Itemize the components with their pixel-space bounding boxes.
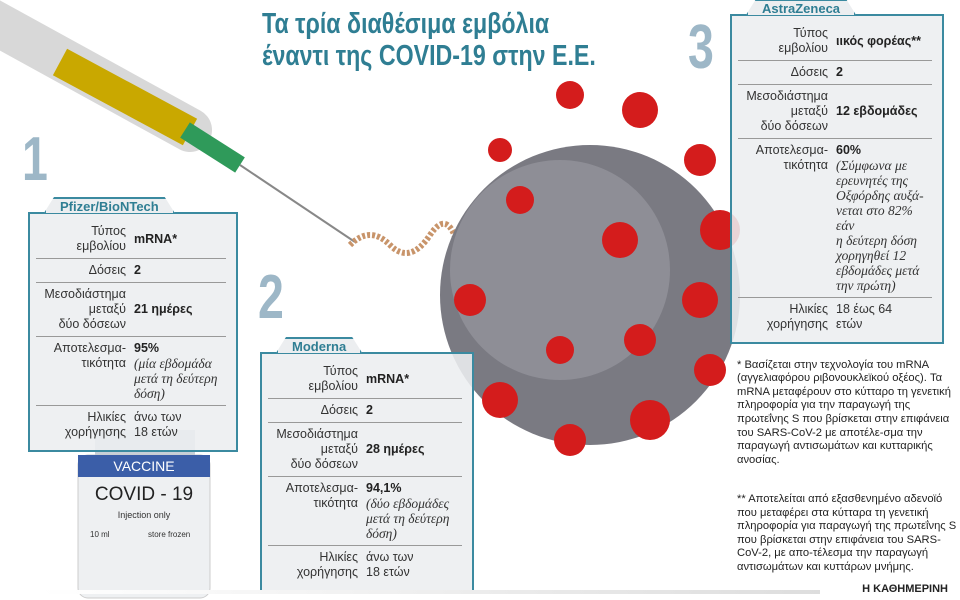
- divider: [40, 590, 820, 594]
- row-value: ιικός φορέας**: [836, 26, 932, 56]
- row-label: Μεσοδιάστημα μεταξύ δύο δόσεων: [276, 427, 358, 471]
- row-label: Ηλικίες χορήγησης: [296, 550, 358, 579]
- vial-label: VACCINE: [113, 458, 175, 474]
- row-label: Δόσεις: [790, 65, 828, 79]
- row-value-main: 2: [836, 65, 843, 79]
- row-value-note: άνω των 18 ετών: [134, 410, 182, 439]
- vial-storage: store frozen: [148, 530, 191, 539]
- table-row: Τύπος εμβολίου mRNA*: [268, 360, 462, 399]
- row-value-main: 94,1%: [366, 481, 402, 495]
- table-row: Μεσοδιάστημα μεταξύ δύο δόσεων 28 ημέρες: [268, 423, 462, 477]
- vial-name: COVID - 19: [94, 484, 194, 505]
- row-value-main: mRNA*: [366, 371, 410, 386]
- row-value-main: 60%: [836, 143, 862, 157]
- row-value-note: άνω των 18 ετών: [366, 550, 414, 579]
- vaccine-name-tab: AstraZeneca: [746, 0, 856, 15]
- row-value: 28 ημέρες: [366, 427, 462, 472]
- row-label: Δόσεις: [88, 263, 126, 277]
- page-title: Τα τρία διαθέσιμα εμβόλια έναντι της COV…: [262, 8, 596, 72]
- row-value: mRNA*: [366, 364, 462, 394]
- vaccine-name-tab: Pfizer/BioNTech: [44, 197, 175, 213]
- table-row: Αποτελεσμα- τικότητα 94,1%(δύο εβδομάδες …: [268, 477, 462, 546]
- row-value: 18 έως 64 ετών: [836, 302, 932, 332]
- row-value-main: mRNA*: [134, 231, 178, 246]
- table-row: Αποτελεσμα- τικότητα 95%(μία εβδομάδα μετ…: [36, 337, 226, 406]
- table-row: Τύπος εμβολίου mRNA*: [36, 220, 226, 259]
- number-2: 2: [258, 263, 284, 332]
- virus-icon: [347, 81, 740, 456]
- row-label: Αποτελεσμα- τικότητα: [755, 143, 828, 172]
- table-row: Τύπος εμβολίου ιικός φορέας**: [738, 22, 932, 61]
- table-row: Δόσεις 2: [738, 61, 932, 85]
- table-row: Μεσοδιάστημα μεταξύ δύο δόσεων 21 ημέρες: [36, 283, 226, 337]
- row-label: Αποτελεσμα- τικότητα: [285, 481, 358, 510]
- table-row: Ηλικίες χορήγησης άνω των 18 ετών: [268, 546, 462, 584]
- row-value-main: 21 ημέρες: [134, 302, 193, 316]
- number-1: 1: [22, 125, 48, 194]
- publisher-logo: Η ΚΑΘΗΜΕΡΙΝΗ: [862, 583, 948, 595]
- syringe-icon: [0, 0, 356, 243]
- number-3: 3: [688, 13, 714, 82]
- row-value-main: 12 εβδομάδες: [836, 104, 918, 118]
- row-value-note: (Σύμφωνα με ερευνητές της Οξφόρδης αυξά-…: [836, 158, 924, 293]
- row-value: 2: [134, 263, 226, 278]
- row-value: 60%(Σύμφωνα με ερευνητές της Οξφόρδης αυ…: [836, 143, 932, 293]
- row-value-note: (δύο εβδομάδες μετά τη δεύτερη δόση): [366, 496, 450, 541]
- row-label: Δόσεις: [320, 403, 358, 417]
- vial-volume: 10 ml: [90, 530, 110, 539]
- row-value: 95%(μία εβδομάδα μετά τη δεύτερη δόση): [134, 341, 226, 401]
- row-value-main: 2: [366, 403, 373, 417]
- table-row: Μεσοδιάστημα μεταξύ δύο δόσεων 12 εβδομάδ…: [738, 85, 932, 139]
- row-label: Τύπος εμβολίου: [778, 26, 829, 55]
- row-label: Μεσοδιάστημα μεταξύ δύο δόσεων: [44, 287, 126, 331]
- row-label: Μεσοδιάστημα μεταξύ δύο δόσεων: [746, 89, 828, 133]
- row-value-main: 2: [134, 263, 141, 277]
- vaccine-name-tab: Moderna: [276, 337, 362, 353]
- row-value: 2: [366, 403, 462, 418]
- table-row: Ηλικίες χορήγησης άνω των 18 ετών: [36, 406, 226, 444]
- row-value: 94,1%(δύο εβδομάδες μετά τη δεύτερη δόση…: [366, 481, 462, 541]
- row-label: Αποτελεσμα- τικότητα: [53, 341, 126, 370]
- footnote-viral-vector: ** Αποτελείται από εξασθενημένο αδενοϊό …: [737, 492, 957, 573]
- row-value: άνω των 18 ετών: [134, 410, 226, 440]
- vial-sub: Injection only: [117, 510, 171, 520]
- row-value-main: 95%: [134, 341, 160, 355]
- row-label: Τύπος εμβολίου: [76, 224, 127, 253]
- row-value: άνω των 18 ετών: [366, 550, 462, 580]
- row-value: 12 εβδομάδες: [836, 89, 932, 134]
- row-value-note: (μία εβδομάδα μετά τη δεύτερη δόση): [134, 356, 218, 401]
- row-value-note: 18 έως 64 ετών: [836, 302, 893, 331]
- table-row: Δόσεις 2: [268, 399, 462, 423]
- table-row: Δόσεις 2: [36, 259, 226, 283]
- row-value: mRNA*: [134, 224, 226, 254]
- row-label: Ηλικίες χορήγησης: [64, 410, 126, 439]
- row-label: Τύπος εμβολίου: [308, 364, 359, 393]
- table-row: Αποτελεσμα- τικότητα 60%(Σύμφωνα με ερευν…: [738, 139, 932, 298]
- footnotes: * Βασίζεται στην τεχνολογία του mRNA (αγ…: [737, 345, 957, 588]
- row-value-main: ιικός φορέας**: [836, 33, 921, 48]
- row-value-main: 28 ημέρες: [366, 442, 425, 456]
- footnote-mrna: * Βασίζεται στην τεχνολογία του mRNA (αγ…: [737, 358, 951, 466]
- row-value: 2: [836, 65, 932, 80]
- row-label: Ηλικίες χορήγησης: [766, 302, 828, 331]
- table-row: Ηλικίες χορήγησης 18 έως 64 ετών: [738, 298, 932, 336]
- row-value: 21 ημέρες: [134, 287, 226, 332]
